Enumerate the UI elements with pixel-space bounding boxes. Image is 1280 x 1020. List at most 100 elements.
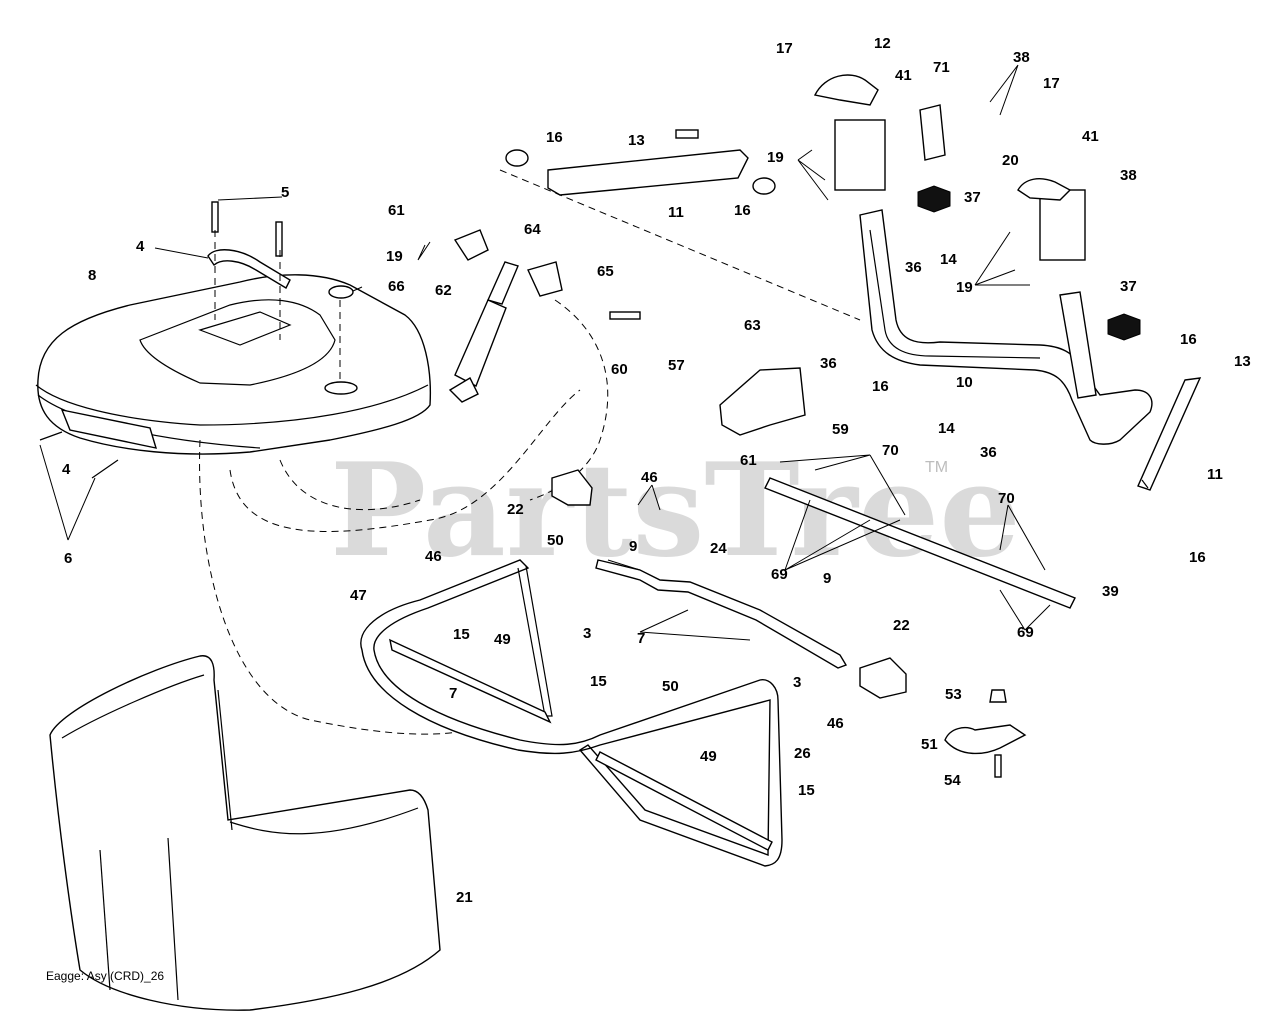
part-label: 41	[1082, 128, 1099, 145]
part-labels: 17 12 41 71 38 17 16 13 19 20 41 38 5 11…	[62, 35, 1251, 906]
bag-handle	[207, 201, 291, 289]
part-label: 8	[88, 267, 96, 284]
part-label: 13	[628, 132, 645, 149]
part-label: 36	[980, 444, 997, 461]
part-label: 49	[494, 631, 511, 648]
part-label: 46	[425, 548, 442, 565]
part-label: 15	[798, 782, 815, 799]
part-label: 70	[998, 490, 1015, 507]
part-label: 10	[956, 374, 973, 391]
part-label: 53	[945, 686, 962, 703]
part-label: 19	[956, 279, 973, 296]
part-label: 64	[524, 221, 541, 238]
part-label: 69	[771, 566, 788, 583]
part-label: 36	[905, 259, 922, 276]
part-label: 20	[1002, 152, 1019, 169]
part-label: 66	[388, 278, 405, 295]
part-label: 24	[710, 540, 727, 557]
part-label: 5	[281, 184, 289, 201]
part-label: 57	[668, 357, 685, 374]
part-label: 16	[1189, 549, 1206, 566]
part-label: 39	[1102, 583, 1119, 600]
part-label: 46	[641, 469, 658, 486]
part-label: 61	[388, 202, 405, 219]
part-label: 11	[1207, 466, 1223, 483]
bar-39	[764, 477, 1076, 609]
part-label: 51	[921, 736, 938, 753]
part-label: 70	[882, 442, 899, 459]
grass-bag	[49, 655, 441, 1011]
part-label: 9	[629, 538, 637, 555]
part-label: 16	[872, 378, 889, 395]
main-frame	[834, 119, 1202, 491]
part-label: 63	[744, 317, 761, 334]
part-label: 16	[734, 202, 751, 219]
part-label: 61	[740, 452, 757, 469]
part-label: 37	[1120, 278, 1137, 295]
plate-71	[919, 104, 946, 161]
bumper-37b	[1107, 313, 1141, 341]
part-label: 62	[435, 282, 452, 299]
bag-frame	[360, 559, 783, 867]
part-label: 4	[62, 461, 71, 478]
bag-lid	[35, 274, 432, 455]
part-label: 38	[1013, 49, 1030, 66]
part-label: 9	[823, 570, 831, 587]
deflector	[944, 724, 1027, 755]
part-label: 49	[700, 748, 717, 765]
part-label: 19	[386, 248, 403, 265]
part-label: 41	[895, 67, 912, 84]
part-label: 16	[1180, 331, 1197, 348]
part-label: 21	[456, 889, 473, 906]
part-label: 4	[136, 238, 145, 255]
latch-assembly	[448, 229, 641, 403]
part-label: 69	[1017, 624, 1034, 641]
part-label: 26	[794, 745, 811, 762]
part-label: 12	[874, 35, 891, 52]
part-label: 15	[590, 673, 607, 690]
part-label: 22	[893, 617, 910, 634]
part-label: 38	[1120, 167, 1137, 184]
part-label: 6	[64, 550, 72, 567]
part-label: 7	[637, 630, 645, 647]
diagram-caption: Eagge: Asy (CRD)_26	[46, 969, 164, 983]
part-label: 3	[793, 674, 801, 691]
part-label: 16	[546, 129, 563, 146]
part-label: 11	[668, 204, 684, 221]
upper-rail-11a	[505, 129, 776, 196]
part-label: 14	[940, 251, 957, 268]
part-label: 50	[547, 532, 564, 549]
part-label: 47	[350, 587, 367, 604]
bracket-22a	[551, 469, 593, 506]
upper-rail-11b	[1141, 479, 1149, 489]
part-label: 37	[964, 189, 981, 206]
part-label: 17	[1043, 75, 1060, 92]
part-label: 36	[820, 355, 837, 372]
part-label: 19	[767, 149, 784, 166]
cap	[328, 285, 354, 299]
part-label: 22	[507, 501, 524, 518]
clip-12	[813, 74, 879, 106]
trademark: TM	[925, 459, 948, 476]
part-label: 60	[611, 361, 628, 378]
part-label: 14	[938, 420, 955, 437]
part-label: 3	[583, 625, 591, 642]
part-label: 17	[776, 40, 793, 57]
part-label: 71	[933, 59, 950, 76]
part-label: 50	[662, 678, 679, 695]
plate-63	[719, 367, 806, 436]
watermark: PartsTree	[330, 436, 1021, 586]
clip-20	[1017, 178, 1072, 201]
part-label: 13	[1234, 353, 1251, 370]
bracket-22b	[859, 657, 907, 699]
part-label: 46	[827, 715, 844, 732]
hinge-plate	[60, 409, 158, 449]
part-label: 59	[832, 421, 849, 438]
part-label: 7	[449, 685, 457, 702]
bumper-37a	[917, 185, 951, 213]
part-label: 65	[597, 263, 614, 280]
part-label: 54	[944, 772, 961, 789]
leader-lines	[39, 64, 1051, 641]
part-label: 15	[453, 626, 470, 643]
